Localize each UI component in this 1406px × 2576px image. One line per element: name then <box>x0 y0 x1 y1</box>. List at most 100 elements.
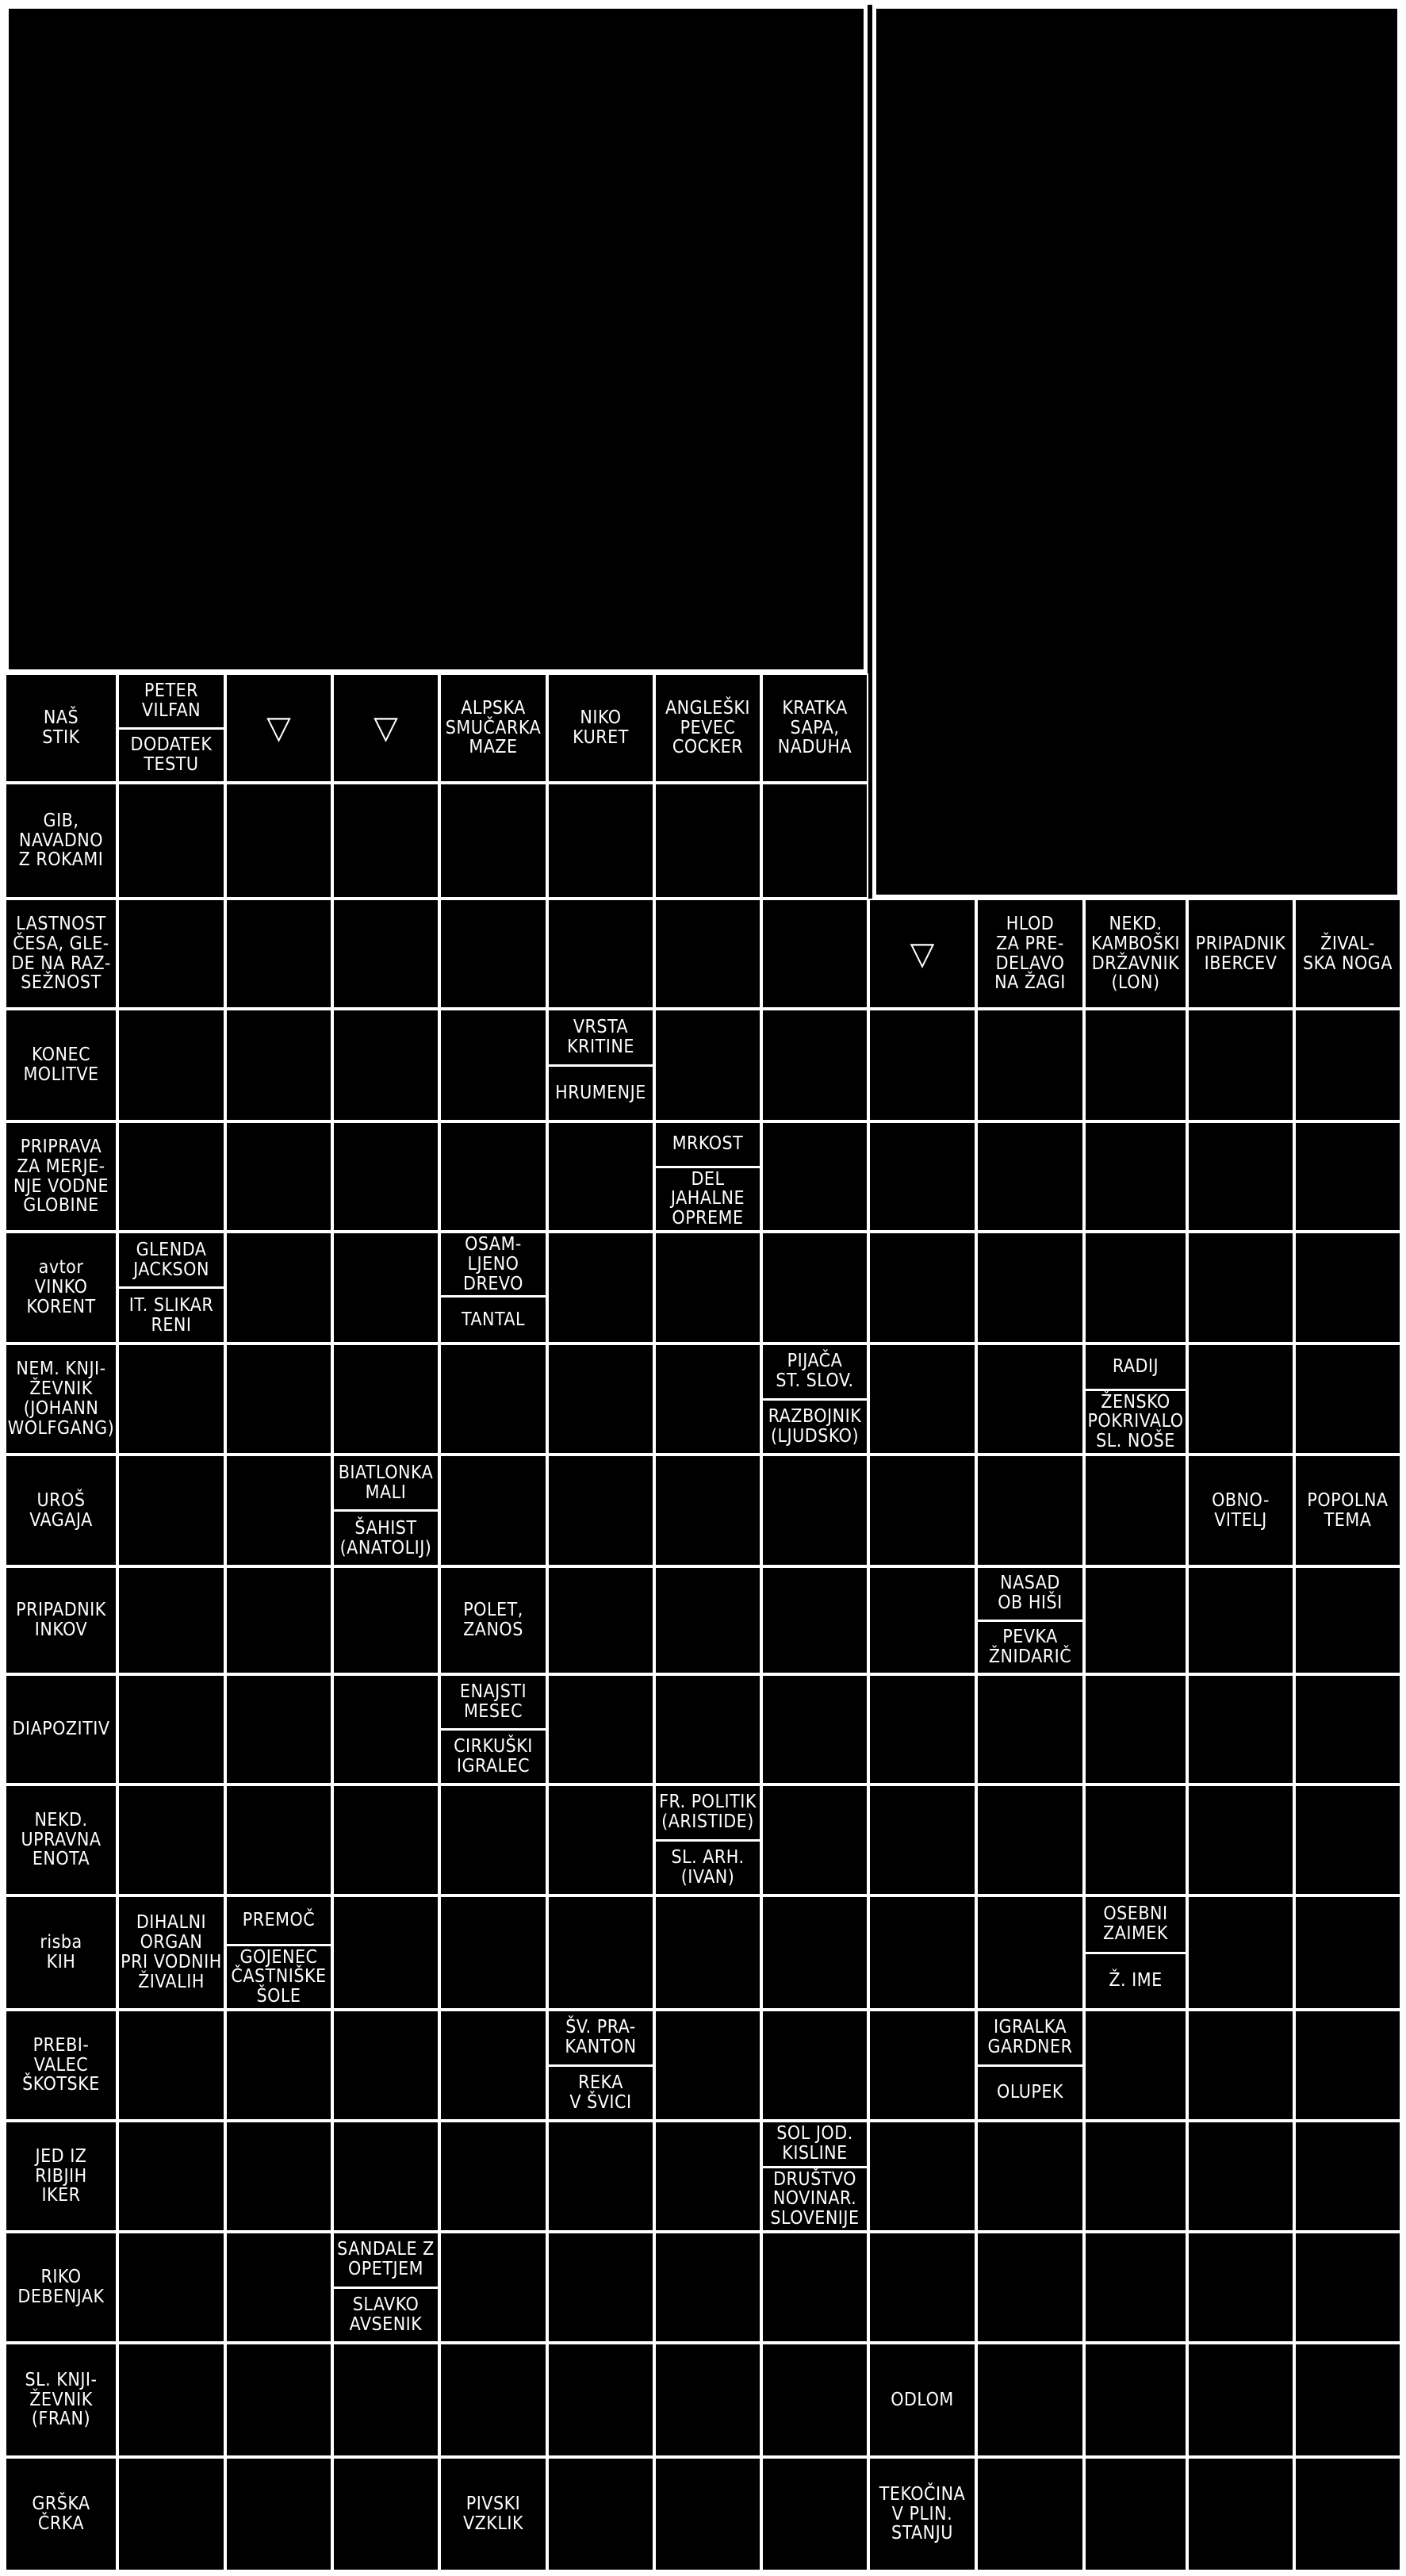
answer-cell[interactable] <box>439 1344 547 1455</box>
answer-cell[interactable] <box>439 2232 547 2343</box>
answer-cell[interactable] <box>117 2457 225 2571</box>
answer-cell[interactable] <box>117 1121 225 1232</box>
answer-cell[interactable] <box>654 899 761 1009</box>
answer-cell[interactable] <box>654 2232 761 2343</box>
answer-cell[interactable] <box>547 2232 654 2343</box>
answer-cell[interactable] <box>547 1344 654 1455</box>
answer-cell[interactable] <box>654 2121 761 2232</box>
answer-cell[interactable] <box>976 2232 1084 2343</box>
answer-cell[interactable] <box>654 1674 761 1784</box>
answer-cell[interactable] <box>1187 1896 1294 2010</box>
answer-cell[interactable] <box>439 1009 547 1121</box>
answer-cell[interactable] <box>868 1121 976 1232</box>
answer-cell[interactable] <box>976 1121 1084 1232</box>
answer-cell[interactable] <box>1294 1232 1401 1344</box>
answer-cell[interactable] <box>117 1009 225 1121</box>
answer-cell[interactable] <box>868 1455 976 1566</box>
answer-cell[interactable] <box>868 1344 976 1455</box>
answer-cell[interactable] <box>225 2010 332 2121</box>
answer-cell[interactable] <box>1294 1674 1401 1784</box>
answer-cell[interactable] <box>976 2457 1084 2571</box>
answer-cell[interactable] <box>976 1232 1084 1344</box>
answer-cell[interactable] <box>1187 2010 1294 2121</box>
answer-cell[interactable] <box>868 2010 976 2121</box>
answer-cell[interactable] <box>547 2121 654 2232</box>
answer-cell[interactable] <box>225 1784 332 1896</box>
answer-cell[interactable] <box>761 1784 868 1896</box>
answer-cell[interactable] <box>761 2343 868 2457</box>
answer-cell[interactable] <box>1187 1784 1294 1896</box>
answer-cell[interactable] <box>439 1121 547 1232</box>
answer-cell[interactable] <box>547 1232 654 1344</box>
answer-cell[interactable] <box>547 1784 654 1896</box>
answer-cell[interactable] <box>225 1344 332 1455</box>
answer-cell[interactable] <box>654 2010 761 2121</box>
answer-cell[interactable] <box>225 1121 332 1232</box>
answer-cell[interactable] <box>225 1455 332 1566</box>
answer-cell[interactable] <box>1294 1566 1401 1674</box>
answer-cell[interactable] <box>1187 1344 1294 1455</box>
answer-cell[interactable] <box>976 1896 1084 2010</box>
answer-cell[interactable] <box>117 1344 225 1455</box>
answer-cell[interactable] <box>117 899 225 1009</box>
answer-cell[interactable] <box>547 1121 654 1232</box>
answer-cell[interactable] <box>1294 1784 1401 1896</box>
answer-cell[interactable] <box>117 2010 225 2121</box>
answer-cell[interactable] <box>1294 2457 1401 2571</box>
answer-cell[interactable] <box>761 1566 868 1674</box>
answer-cell[interactable] <box>439 2121 547 2232</box>
answer-cell[interactable] <box>117 1674 225 1784</box>
answer-cell[interactable] <box>1187 1009 1294 1121</box>
answer-cell[interactable] <box>332 899 439 1009</box>
answer-cell[interactable] <box>1084 1009 1187 1121</box>
answer-cell[interactable] <box>225 899 332 1009</box>
answer-cell[interactable] <box>332 2121 439 2232</box>
answer-cell[interactable] <box>1084 1455 1187 1566</box>
answer-cell[interactable] <box>761 2010 868 2121</box>
answer-cell[interactable] <box>332 2457 439 2571</box>
answer-cell[interactable] <box>547 2457 654 2571</box>
answer-cell[interactable] <box>1187 2121 1294 2232</box>
answer-cell[interactable] <box>1294 1896 1401 2010</box>
answer-cell[interactable] <box>547 1896 654 2010</box>
answer-cell[interactable] <box>1294 1344 1401 1455</box>
answer-cell[interactable] <box>1084 2121 1187 2232</box>
answer-cell[interactable] <box>868 1009 976 1121</box>
answer-cell[interactable] <box>1084 2457 1187 2571</box>
answer-cell[interactable] <box>332 2010 439 2121</box>
answer-cell[interactable] <box>1187 2457 1294 2571</box>
answer-cell[interactable] <box>1187 1566 1294 1674</box>
answer-cell[interactable] <box>868 1896 976 2010</box>
answer-cell[interactable] <box>332 1674 439 1784</box>
answer-cell[interactable] <box>439 899 547 1009</box>
answer-cell[interactable] <box>1084 1121 1187 1232</box>
answer-cell[interactable] <box>761 1674 868 1784</box>
answer-cell[interactable] <box>654 783 761 899</box>
answer-cell[interactable] <box>868 2121 976 2232</box>
answer-cell[interactable] <box>654 2457 761 2571</box>
answer-cell[interactable] <box>1084 1566 1187 1674</box>
answer-cell[interactable] <box>1084 1232 1187 1344</box>
answer-cell[interactable] <box>976 1455 1084 1566</box>
answer-cell[interactable] <box>332 783 439 899</box>
answer-cell[interactable] <box>439 2343 547 2457</box>
answer-cell[interactable] <box>761 1896 868 2010</box>
answer-cell[interactable] <box>1187 2232 1294 2343</box>
answer-cell[interactable] <box>117 1784 225 1896</box>
answer-cell[interactable] <box>117 2343 225 2457</box>
answer-cell[interactable] <box>1294 2343 1401 2457</box>
answer-cell[interactable] <box>976 1784 1084 1896</box>
answer-cell[interactable] <box>439 1455 547 1566</box>
answer-cell[interactable] <box>225 1566 332 1674</box>
answer-cell[interactable] <box>1294 2232 1401 2343</box>
answer-cell[interactable] <box>332 2343 439 2457</box>
answer-cell[interactable] <box>332 1344 439 1455</box>
answer-cell[interactable] <box>868 1784 976 1896</box>
answer-cell[interactable] <box>761 1232 868 1344</box>
answer-cell[interactable] <box>547 1674 654 1784</box>
answer-cell[interactable] <box>332 1784 439 1896</box>
answer-cell[interactable] <box>1084 2232 1187 2343</box>
answer-cell[interactable] <box>976 2343 1084 2457</box>
answer-cell[interactable] <box>654 1344 761 1455</box>
answer-cell[interactable] <box>976 1344 1084 1455</box>
